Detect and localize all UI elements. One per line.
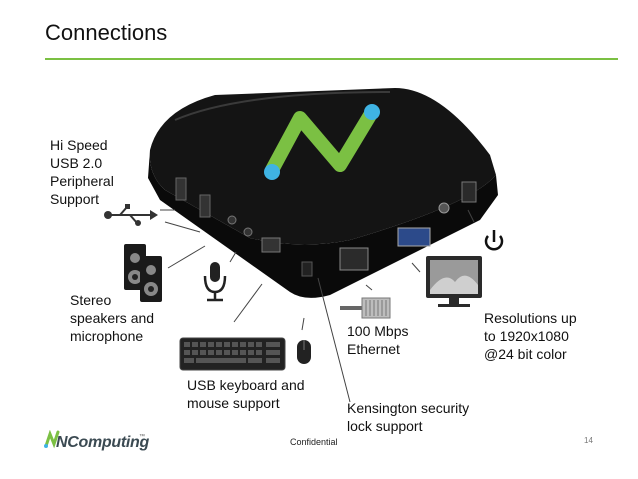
speakers-icon	[124, 244, 162, 302]
audio-label: Stereo speakers and microphone	[70, 292, 155, 344]
trademark-mark: ™	[139, 434, 145, 440]
thin-client-device	[148, 88, 498, 298]
keyboard-label: USB keyboard and mouse support	[187, 377, 305, 411]
slide-title: Connections	[45, 20, 168, 45]
mouse-icon	[297, 340, 311, 364]
resolution-label: Resolutions up to 1920x1080 @24 bit colo…	[484, 310, 577, 362]
kensington-label: Kensington security lock support	[347, 400, 470, 434]
usb-label: Hi Speed USB 2.0 Peripheral Support	[50, 137, 114, 207]
device-n-logo	[264, 104, 380, 180]
microphone-icon	[203, 262, 227, 302]
footer-confidential: Confidential	[290, 437, 338, 447]
monitor-icon	[426, 256, 482, 307]
ethernet-plug-icon	[340, 297, 391, 319]
page-number: 14	[584, 436, 593, 445]
ethernet-label: 100 Mbps Ethernet	[347, 323, 409, 357]
usb-icon	[104, 204, 158, 226]
power-icon	[484, 230, 504, 251]
n-logo-icon	[44, 430, 60, 449]
logo-text: NComputing	[56, 434, 149, 451]
title-divider	[45, 58, 618, 60]
connector-lines	[160, 209, 475, 403]
keyboard-icon	[179, 337, 286, 371]
